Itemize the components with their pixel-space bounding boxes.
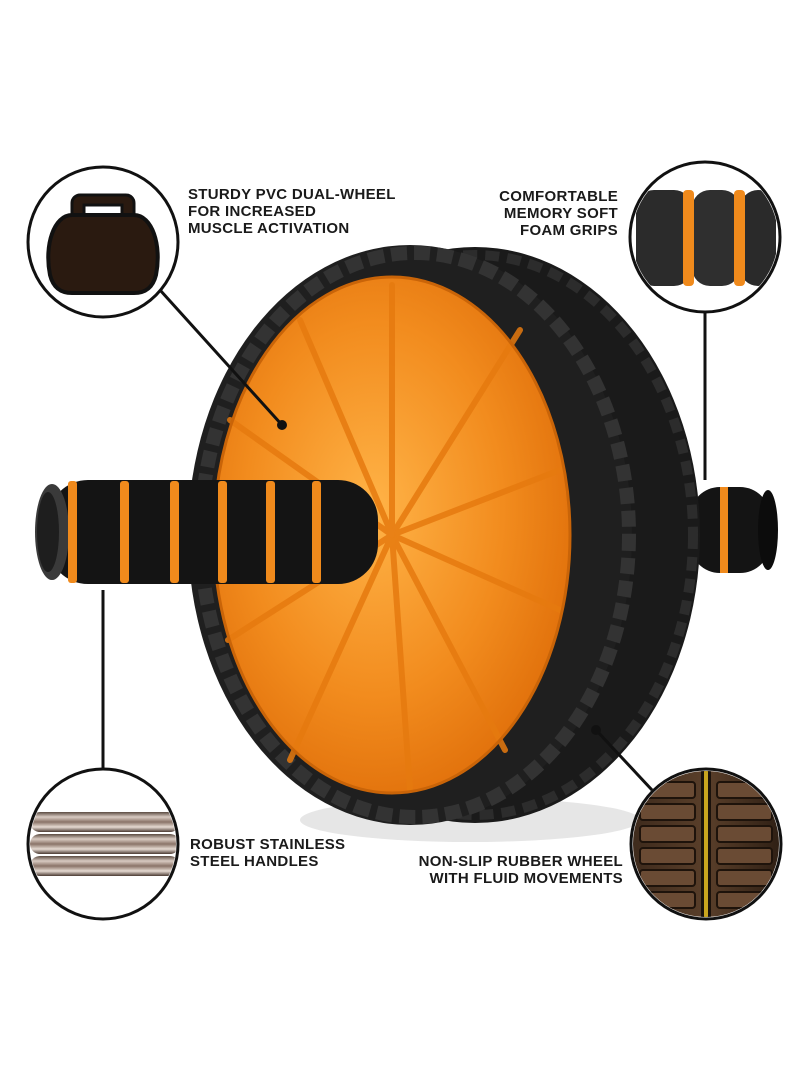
handles-callout-line-1: ROBUST STAINLESS — [190, 836, 346, 853]
wheel-callout-line-2: FOR INCREASED — [188, 203, 317, 220]
rubber-callout: NON-SLIP RUBBER WHEEL WITH FLUID MOVEMEN… — [419, 853, 623, 887]
grips-inset — [628, 160, 782, 314]
front-wheel — [188, 245, 636, 825]
wheel-callout-line-3: MUSCLE ACTIVATION — [188, 220, 350, 237]
rubber-inset — [629, 767, 783, 921]
leader-dot-wheel — [277, 420, 287, 430]
rubber-callout-line-2: WITH FLUID MOVEMENTS — [429, 870, 623, 887]
handles-callout-line-2: STEEL HANDLES — [190, 853, 319, 870]
back-handle — [690, 487, 778, 573]
leader-dot-rubber — [591, 725, 601, 735]
wheel-callout: STURDY PVC DUAL-WHEEL FOR INCREASED MUSC… — [188, 186, 396, 237]
wheel-callout-line-1: STURDY PVC DUAL-WHEEL — [188, 186, 396, 203]
rubber-callout-line-1: NON-SLIP RUBBER WHEEL — [418, 853, 623, 870]
grips-callout-line-3: FOAM GRIPS — [519, 222, 618, 239]
steel-bars-icon — [30, 812, 176, 876]
handle-orange-rings — [68, 481, 321, 583]
front-handle — [35, 480, 378, 584]
grips-callout-line-2: MEMORY SOFT — [503, 205, 618, 222]
foam-grip-icon — [636, 190, 776, 286]
grips-callout: COMFORTABLE MEMORY SOFT FOAM GRIPS — [499, 188, 618, 239]
handles-callout: ROBUST STAINLESS STEEL HANDLES — [190, 836, 345, 870]
wheel-inset — [26, 165, 180, 319]
handles-inset — [26, 767, 180, 921]
grips-callout-line-1: COMFORTABLE — [499, 188, 618, 205]
leader-lines — [101, 288, 707, 792]
kettlebell-icon — [46, 193, 160, 295]
